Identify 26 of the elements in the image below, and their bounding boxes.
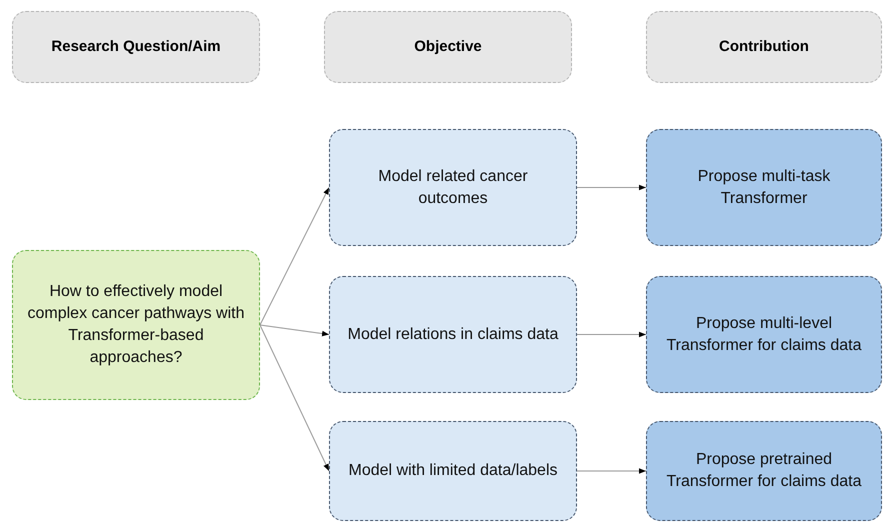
objective-box [329,276,577,393]
arrow [576,184,646,190]
box-text: Model related cancer outcomes [377,166,529,208]
question-box [12,250,260,400]
box-text: Propose multi-task Transformer [696,166,832,208]
column-header [646,11,882,83]
arrow [576,332,646,338]
contribution-box [646,276,882,393]
contribution-box [646,129,882,246]
box-text: Objective [414,36,482,57]
box-text: Model with limited data/labels [348,461,558,481]
box-text: How to effectively model complex cancer pathways with Transformer-based approaches? [26,282,246,368]
arrow [576,468,646,474]
column-header [12,11,260,83]
objective-box [329,421,577,521]
box-text: Propose multi-level Transformer for claims data [665,314,862,356]
box-text: Research Question/Aim [51,36,221,57]
box-text: Model relations in claims data [348,324,558,344]
box-text: Propose pretrained Transformer for claims data [665,450,862,492]
objective-box [329,129,577,246]
arrow [260,324,330,336]
box-text: Contribution [719,36,809,57]
contribution-box [646,421,882,521]
arrow [260,187,330,326]
arrow [260,324,330,472]
column-header [324,11,572,83]
